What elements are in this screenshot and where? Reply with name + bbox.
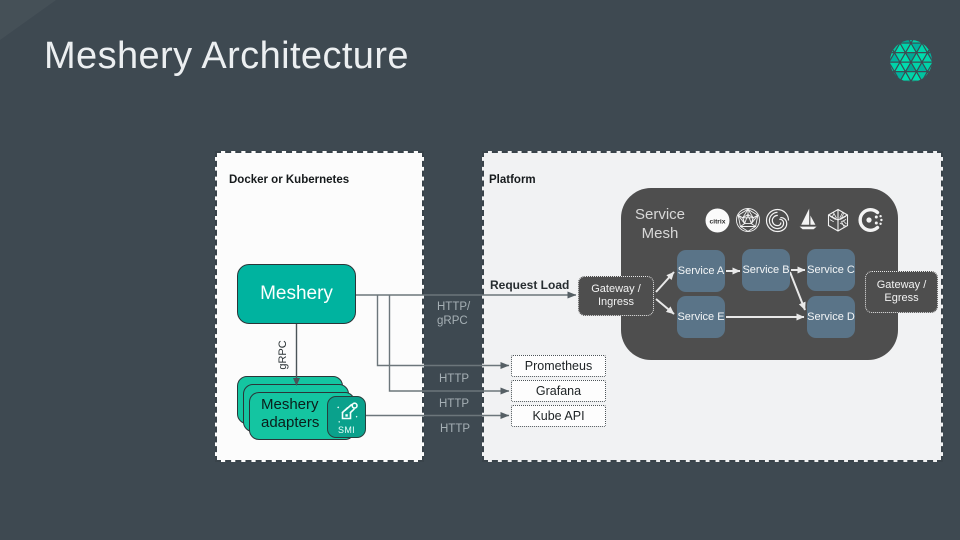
prometheus-label: Prometheus — [524, 359, 593, 373]
meshery-node[interactable]: Meshery — [237, 264, 356, 324]
grafana-label: Grafana — [535, 384, 582, 398]
smi-badge[interactable]: SMI — [327, 396, 366, 438]
service-e-label: Service E — [677, 311, 725, 323]
meshery-node-label: Meshery — [260, 283, 333, 304]
istio-sail-logo-icon — [799, 208, 817, 230]
gateway-egress-label: Gateway / Egress — [876, 278, 927, 305]
service-mesh-logos: citrix — [705, 206, 883, 234]
woven-cube-logo-icon — [828, 208, 849, 232]
kube-api-node[interactable]: Kube API — [511, 405, 606, 427]
meshery-adapters-label: Meshery adapters — [261, 396, 320, 431]
gateway-ingress-node[interactable]: Gateway / Ingress — [578, 276, 654, 316]
service-a-node[interactable]: Service A — [677, 250, 725, 292]
gateway-egress-node[interactable]: Gateway / Egress — [865, 271, 938, 313]
http-label-prometheus: HTTP — [439, 373, 470, 385]
kube-api-label: Kube API — [532, 409, 585, 423]
meshery-logo — [890, 40, 932, 82]
slide-title: Meshery Architecture — [44, 35, 409, 77]
service-a-label: Service A — [677, 265, 725, 277]
service-c-label: Service C — [807, 264, 855, 276]
service-e-node[interactable]: Service E — [677, 296, 725, 338]
smi-badge-label: SMI — [338, 425, 355, 435]
http-grpc-label: HTTP/ gRPC — [437, 301, 471, 327]
service-b-label: Service B — [742, 264, 790, 276]
http-label-grafana: HTTP — [439, 398, 470, 410]
platform-label: Platform — [489, 174, 536, 186]
corner-accent — [0, 0, 56, 40]
grpc-arrow-label: gRPC — [277, 340, 289, 370]
service-c-node[interactable]: Service C — [807, 249, 855, 291]
mesh-sphere-logo-icon — [735, 208, 760, 232]
service-d-label: Service D — [807, 311, 855, 323]
citrix-logo-icon: citrix — [705, 208, 730, 232]
prometheus-node[interactable]: Prometheus — [511, 355, 606, 377]
request-load-label: Request Load — [490, 278, 570, 292]
http-label-kube: HTTP — [440, 423, 471, 435]
consul-ring-logo-icon — [858, 208, 883, 232]
service-mesh-title: Service Mesh — [634, 206, 686, 242]
gateway-ingress-label: Gateway / Ingress — [591, 282, 641, 309]
service-d-node[interactable]: Service D — [807, 296, 855, 338]
smi-icon — [336, 402, 358, 423]
grafana-node[interactable]: Grafana — [511, 380, 606, 402]
service-b-node[interactable]: Service B — [742, 249, 790, 291]
swirl-sphere-logo-icon — [766, 208, 790, 232]
svg-text:citrix: citrix — [710, 218, 726, 225]
docker-kubernetes-label: Docker or Kubernetes — [229, 174, 350, 186]
